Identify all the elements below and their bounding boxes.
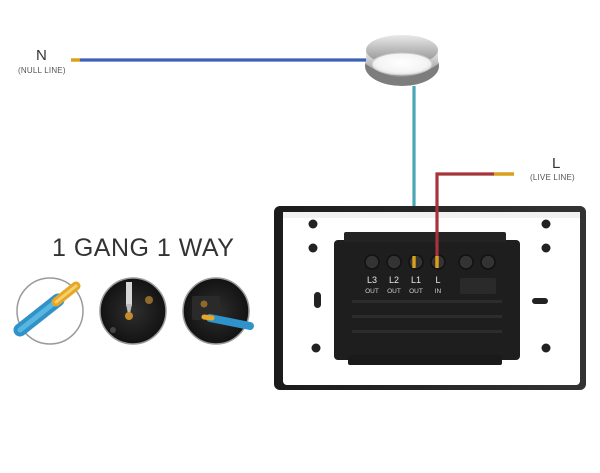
terminal-sub: IN [434,288,442,295]
terminal-label: L [435,275,441,285]
ceiling-lamp [365,35,439,86]
detail-stripped-wire [13,277,84,345]
switch-module [334,232,520,365]
detail-inserted-wire [182,277,254,345]
live-line-wire [435,172,514,264]
terminal-sub: OUT [409,288,423,295]
terminal-label: L2 [388,275,399,285]
live-line-code: L [552,155,561,172]
null-line-caption: (NULL LINE) [18,66,66,75]
live-line-caption: (LIVE LINE) [530,173,575,182]
terminal-sub: OUT [365,288,379,295]
detail-screwdriver [99,277,167,345]
terminal-label: L1 [410,275,421,285]
wiring-title: 1 GANG 1 WAY [52,234,235,262]
terminal-wire-tips [412,256,439,268]
terminal-label: L3 [366,275,377,285]
terminal-sub: OUT [387,288,401,295]
null-line-code: N [36,47,47,64]
